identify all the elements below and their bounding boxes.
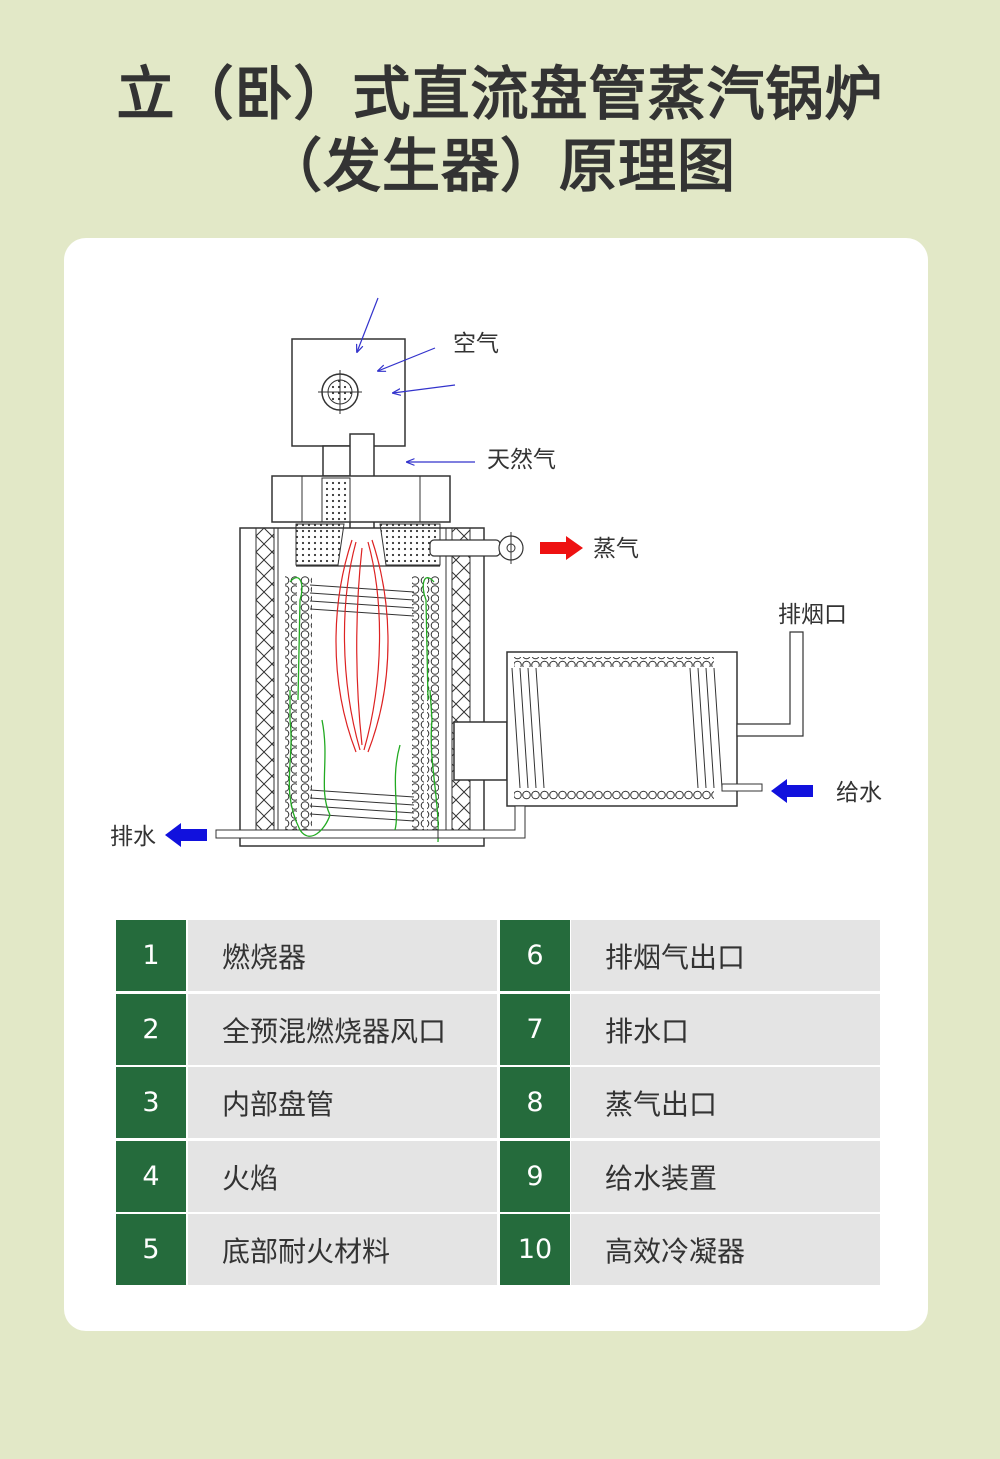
condenser	[437, 631, 813, 839]
legend-label-9: 给水装置	[571, 1141, 880, 1212]
natural-gas-label: 天然气	[487, 447, 556, 473]
legend-num-2: 2	[116, 994, 186, 1065]
legend-label-6: 排烟气出口	[571, 920, 880, 991]
legend-label-8: 蒸气出口	[571, 1067, 880, 1138]
burner-head	[271, 475, 451, 523]
legend-num-3: 3	[116, 1067, 186, 1138]
legend-label-7: 排水口	[571, 994, 880, 1065]
title-line-1: 立（卧）式直流盘管蒸汽锅炉	[116, 60, 884, 128]
water-supply-label: 给水	[836, 780, 882, 806]
drain-label: 排水	[110, 824, 156, 850]
legend-label-3: 内部盘管	[188, 1067, 497, 1138]
burner-box	[291, 338, 406, 447]
drain-arrow	[165, 823, 207, 847]
boiler-diagram: 空气 天然气 蒸气 排烟口 给水 排水	[110, 297, 882, 850]
boiler-body	[215, 523, 485, 847]
steam-label: 蒸气	[593, 536, 639, 562]
legend-num-5: 5	[116, 1214, 186, 1285]
legend-num-6: 6	[500, 920, 570, 991]
legend-label-10: 高效冷凝器	[571, 1214, 880, 1285]
legend-table: 1 燃烧器 6 排烟气出口 2 全预混燃烧器风口 7 排水口 3 内部盘管 8 …	[116, 920, 880, 1286]
legend-label-4: 火焰	[188, 1141, 497, 1212]
air-inlet-arrows	[357, 297, 456, 393]
flame	[335, 539, 389, 753]
legend-num-10: 10	[500, 1214, 570, 1285]
legend-num-9: 9	[500, 1141, 570, 1212]
legend-label-1: 燃烧器	[188, 920, 497, 991]
legend-num-1: 1	[116, 920, 186, 991]
legend-num-4: 4	[116, 1141, 186, 1212]
green-flow	[288, 576, 439, 843]
legend-label-2: 全预混燃烧器风口	[188, 994, 497, 1065]
title-line-2: （发生器）原理图	[263, 132, 736, 200]
legend-label-5: 底部耐火材料	[188, 1214, 497, 1285]
page-title: 立（卧）式直流盘管蒸汽锅炉 （发生器）原理图	[0, 58, 1000, 202]
air-label: 空气	[453, 331, 499, 357]
legend-num-8: 8	[500, 1067, 570, 1138]
steam-outlet	[429, 532, 583, 564]
legend-num-7: 7	[500, 994, 570, 1065]
flue-outlet-label: 排烟口	[778, 602, 847, 628]
